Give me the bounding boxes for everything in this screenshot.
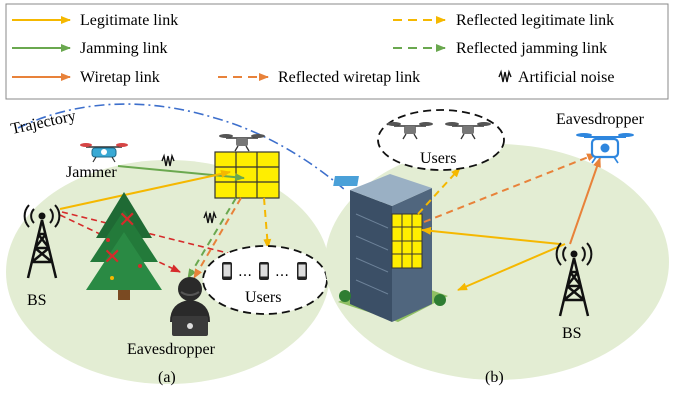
reflected-wiretap-link-b bbox=[423, 153, 597, 223]
users-cluster-b bbox=[377, 109, 505, 171]
ris-uav-icon bbox=[214, 133, 280, 199]
blocked-mark-1: ✕ bbox=[118, 208, 136, 233]
trajectory-path bbox=[17, 103, 346, 191]
wiretap-link-b bbox=[569, 157, 601, 245]
legitimate-link-a bbox=[59, 170, 231, 210]
jammer-uav-icon bbox=[80, 143, 128, 163]
phone-icon-1 bbox=[222, 262, 232, 280]
ellipsis-1: … bbox=[238, 264, 252, 280]
reflected-jamming-link-a bbox=[187, 197, 237, 279]
legend-legitimate-label: Legitimate link bbox=[80, 12, 178, 29]
blocked-link-eavesdropper bbox=[59, 214, 181, 273]
eavesdropper-uav-icon-b bbox=[576, 133, 634, 164]
reflected-legitimate-link-a bbox=[263, 197, 272, 249]
users-label-a: Users bbox=[245, 289, 281, 306]
eavesdropper-icon-a bbox=[170, 277, 210, 336]
jammer-label: Jammer bbox=[66, 164, 117, 181]
blocked-mark-2: ✕ bbox=[103, 245, 121, 270]
legend-jamming-label: Jamming link bbox=[80, 40, 168, 57]
phone-icon-2 bbox=[259, 262, 269, 280]
reflected-legitimate-link-b bbox=[417, 167, 461, 215]
legend-wiretap-label: Wiretap link bbox=[80, 69, 160, 86]
bs-label-a: BS bbox=[27, 292, 47, 309]
caption-a: (a) bbox=[158, 369, 176, 386]
scene-b: Users Eavesdropper BS (b) bbox=[325, 109, 669, 386]
legend-box bbox=[5, 3, 669, 100]
scene-a-ground bbox=[6, 160, 330, 384]
phone-icon-3 bbox=[297, 262, 307, 280]
legend-reflected-wiretap-label: Reflected wiretap link bbox=[278, 69, 420, 86]
users-label-b: Users bbox=[420, 150, 456, 167]
tree-icon bbox=[86, 192, 162, 300]
legend-reflected-jamming-label: Reflected jamming link bbox=[456, 40, 607, 57]
bs-label-b: BS bbox=[562, 325, 582, 342]
users-cluster-a bbox=[202, 245, 328, 315]
caption-b: (b) bbox=[485, 369, 504, 386]
reflected-wiretap-link-a bbox=[193, 197, 242, 279]
trajectory-label: Trajectory bbox=[9, 108, 77, 138]
legitimate-link-b2 bbox=[457, 243, 566, 291]
legend-noise-label: Artificial noise bbox=[518, 69, 614, 86]
eavesdropper-label-a: Eavesdropper bbox=[127, 341, 216, 358]
legend: Legitimate link Jamming link Wiretap lin… bbox=[5, 3, 669, 100]
building-icon bbox=[333, 174, 448, 322]
legend-reflected-legitimate-label: Reflected legitimate link bbox=[456, 12, 614, 29]
scene-a: Trajectory Jammer bbox=[6, 103, 346, 386]
legitimate-link-b1 bbox=[421, 226, 561, 245]
ellipsis-2: … bbox=[275, 264, 289, 280]
eavesdropper-label-b: Eavesdropper bbox=[556, 111, 645, 128]
